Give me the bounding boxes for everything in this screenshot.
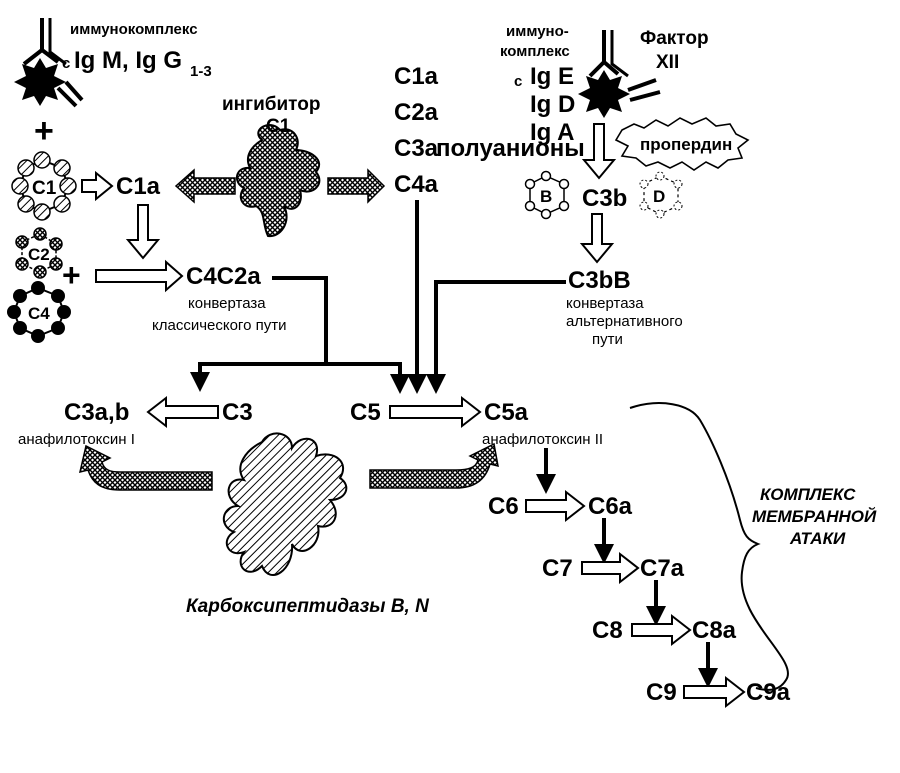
c2-label: C2: [28, 245, 50, 264]
polyanions-label: полуанионы: [436, 135, 585, 162]
classical-line2: классического пути: [152, 317, 286, 334]
alternative-line2: альтернативного: [566, 313, 683, 330]
c2-ring-icon: [15, 227, 63, 279]
c1a-label: C1a: [116, 173, 161, 200]
arrow-c3-to-c3ab: [146, 395, 219, 429]
fragment-c2a: C2a: [394, 99, 439, 126]
factor-d-ring-icon: [639, 171, 683, 219]
c8-label: C8: [592, 617, 623, 644]
anaphylatoxin-1-label: анафилотоксин I: [18, 431, 135, 448]
c4-label: C4: [28, 304, 50, 323]
plus-sign-1: +: [34, 112, 54, 150]
antigen-star-icon-right: [578, 70, 630, 118]
antigen-star-icon: [14, 58, 66, 106]
c1-ring-icon: [11, 151, 77, 221]
c3b-label: C3b: [582, 185, 627, 212]
immunocomplex-left-prefix: с: [62, 55, 70, 72]
ig-e-label: Ig E: [530, 63, 574, 90]
c6a-label: C6a: [588, 493, 633, 520]
plus-sign-2: +: [62, 257, 81, 293]
mac-brace: [629, 402, 789, 691]
immunocomplex-left-antibodies: Ig M, Ig G: [74, 47, 182, 74]
immunocomplex-left-subscript: 1-3: [190, 63, 212, 80]
c8a-label: C8a: [692, 617, 737, 644]
properdin-burst-icon: [614, 117, 750, 171]
mac-label-line1: КОМПЛЕКС: [760, 485, 856, 504]
arrow-carboxypeptidase-to-c3ab: [78, 444, 213, 491]
inhibitor-line1: ингибитор: [222, 94, 320, 115]
c7-label: C7: [542, 555, 573, 582]
arrow-c8-to-c8a: [631, 613, 692, 647]
immunocomplex-right-line2: комплекс: [500, 43, 570, 60]
factor-d-label: D: [653, 187, 665, 206]
mac-label-line2: МЕМБРАННОЙ: [752, 506, 877, 526]
antibody-icon-right: [578, 30, 661, 118]
immunocomplex-left-title: иммунокомплекс: [70, 21, 198, 38]
ig-a-label: Ig A: [530, 119, 574, 146]
arrow-c9-to-c9a: [683, 675, 746, 709]
immunocomplex-right-prefix: с: [514, 73, 522, 90]
c1-inhibitor-icon: [235, 124, 321, 238]
fragment-c3a: C3a: [394, 135, 439, 162]
carboxypeptidase-icon: [223, 432, 348, 576]
alternative-line1: конвертаза: [566, 295, 644, 312]
alternative-line3: пути: [592, 331, 623, 348]
c3-label: C3: [222, 399, 253, 426]
antibody-icon-left: [14, 18, 84, 108]
c1-label: C1: [32, 178, 57, 199]
arrow-c6-to-c6a: [525, 489, 586, 523]
ig-d-label: Ig D: [530, 91, 575, 118]
factor-xii-line1: Фактор: [640, 28, 709, 49]
factor-xii-line2: XII: [656, 52, 679, 73]
arrow-inhibitor-to-c1a: [174, 168, 236, 204]
mac-label-line3: АТАКИ: [789, 529, 846, 548]
arrow-c7-to-c7a: [581, 551, 640, 585]
mac-cascade: C6 C6a C7 C7a C8 C8a C9 C9a: [488, 448, 791, 709]
convertase-connectors: [190, 200, 566, 394]
c6-label: C6: [488, 493, 519, 520]
alternative-convertase: C3bB: [568, 267, 631, 294]
c9-label: C9: [646, 679, 677, 706]
factor-b-label: B: [540, 187, 552, 206]
inhibitor-line2: С1: [266, 116, 291, 137]
c5a-label: C5a: [484, 399, 529, 426]
c7a-label: C7a: [640, 555, 685, 582]
immunocomplex-right-line1: иммуно-: [506, 23, 569, 40]
carboxypeptidases-label: Карбоксипептидазы B, N: [186, 596, 430, 617]
arrow-inhibitor-to-c4a: [327, 168, 386, 204]
c4-ring-icon: [7, 281, 71, 343]
arrow-carboxypeptidase-to-c5a: [369, 442, 499, 489]
c3ab-label: C3a,b: [64, 399, 129, 426]
classical-convertase: C4C2a: [186, 263, 261, 290]
arrow-c5-to-c5a: [389, 395, 482, 429]
properdin-label: пропердин: [640, 135, 732, 154]
fragment-c1a: C1a: [394, 63, 439, 90]
anaphylatoxin-2-label: анафилотоксин II: [482, 431, 603, 448]
c5-label: C5: [350, 399, 381, 426]
arrow-c1-to-c1a: [81, 170, 114, 202]
arrow-c1a-to-c4c2a: [125, 204, 161, 260]
arrow-c2c4-to-c4c2a: [95, 259, 184, 293]
factor-b-ring-icon: [524, 170, 570, 220]
arrow-to-c3b: [581, 123, 617, 180]
classical-line1: конвертаза: [188, 295, 266, 312]
fragment-c4a: C4a: [394, 171, 439, 198]
arrow-c3b-to-c3bb: [579, 213, 615, 264]
